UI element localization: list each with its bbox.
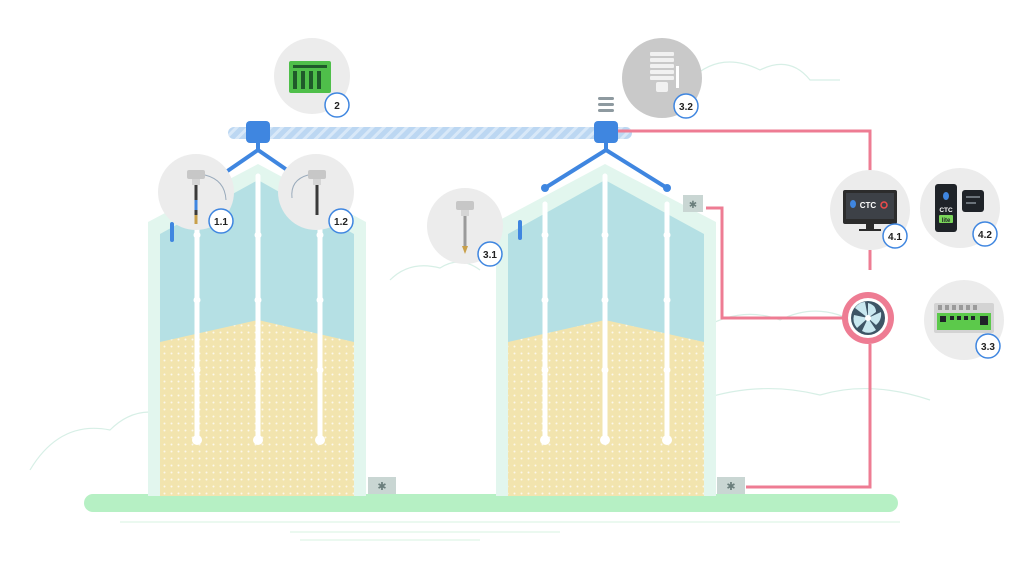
device-3-2-weather-sensor[interactable]: 3.2 — [622, 38, 702, 119]
device-1-1-sensor[interactable]: 1.1 — [158, 154, 234, 234]
device-4-2-ctc-lite[interactable]: CTC lite 4.2 — [920, 168, 1000, 248]
badge-4-1: 4.1 — [888, 232, 902, 243]
hub-cables — [224, 138, 669, 190]
roof-vent-right: ✱ — [683, 195, 703, 212]
svg-text:✱: ✱ — [377, 481, 386, 493]
silo-left: ✱ — [148, 164, 396, 496]
ctc-phone-label: CTC — [939, 207, 953, 214]
device-3-1-probe[interactable]: 3.1 — [427, 188, 503, 267]
badge-3-1: 3.1 — [483, 250, 497, 261]
ground-strip — [84, 494, 898, 512]
aeration-vent-left: ✱ — [368, 477, 396, 494]
hub-right — [594, 121, 618, 143]
badge-3-2: 3.2 — [679, 102, 693, 113]
badge-3-3: 3.3 — [981, 342, 995, 353]
aeration-vent-right: ✱ — [717, 477, 745, 494]
svg-text:✱: ✱ — [726, 481, 735, 493]
data-bus-conveyor — [228, 127, 632, 139]
ctc-phone-sublabel: lite — [942, 218, 951, 224]
device-1-2-sensor[interactable]: 1.2 — [278, 154, 354, 234]
device-3-3-controller-board[interactable]: 3.3 — [924, 280, 1004, 360]
control-wiring — [618, 129, 872, 489]
badge-1-2: 1.2 — [334, 217, 348, 228]
level-indicator-left — [170, 222, 174, 242]
badge-4-2: 4.2 — [978, 230, 992, 241]
hub-left — [246, 121, 270, 143]
level-indicator-right — [518, 220, 522, 240]
ctc-monitor-label: CTC — [860, 201, 877, 210]
sensor-cables-left — [194, 173, 323, 443]
silo-right: ✱ ✱ — [496, 164, 745, 496]
weather-station-icon — [598, 97, 614, 112]
device-4-1-ctc-monitor[interactable]: CTC 4.1 — [830, 170, 910, 250]
svg-text:✱: ✱ — [689, 200, 697, 211]
badge-1-1: 1.1 — [214, 217, 228, 228]
sensor-cables-right — [542, 173, 670, 443]
device-2-hub-board[interactable]: 2 — [274, 38, 350, 118]
fan-controller-icon — [842, 292, 894, 344]
badge-2: 2 — [334, 101, 340, 112]
